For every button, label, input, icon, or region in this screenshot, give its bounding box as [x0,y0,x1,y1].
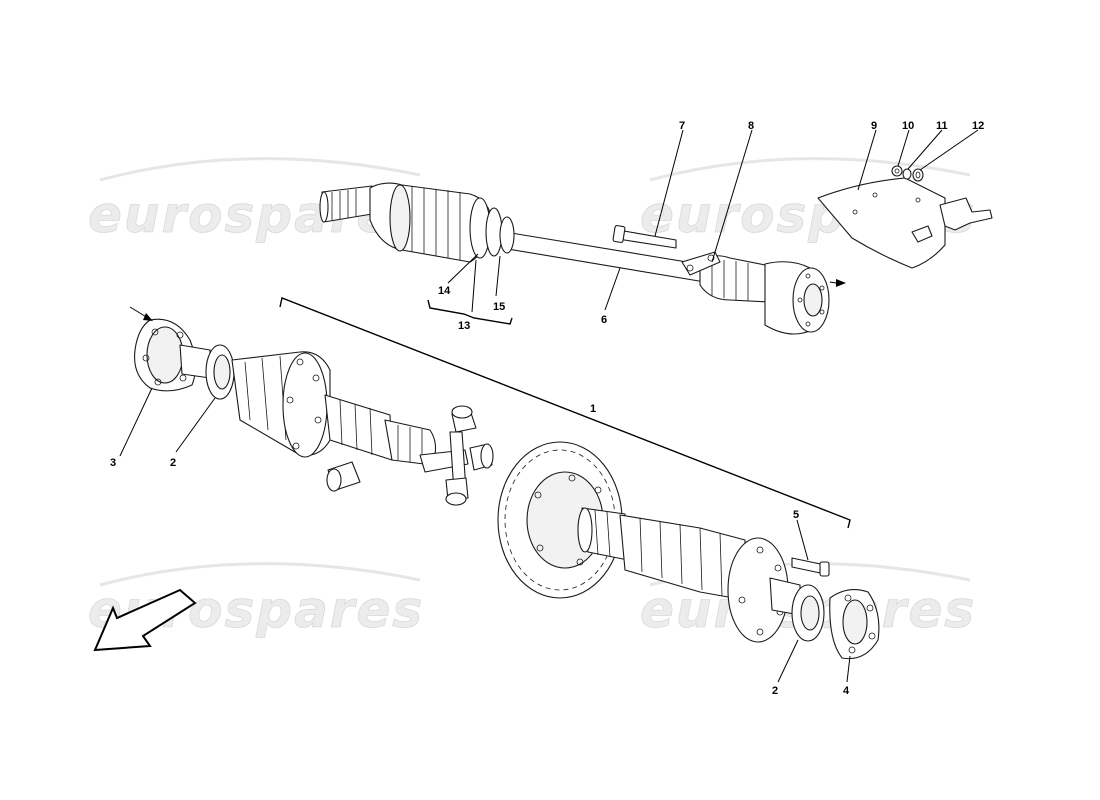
callout-14: 14 [438,285,451,297]
differential-housing-right [619,514,801,643]
callout-2-right: 2 [772,685,778,697]
callout-10: 10 [902,120,914,132]
bearing-part-2-right [791,584,825,642]
pinion-gear-left [326,461,361,492]
flange-arrow-icon [143,313,153,321]
callout-2-left: 2 [170,457,176,469]
callout-5: 5 [793,509,799,521]
nut-part-10 [891,165,903,177]
pinion-gear-bottom [445,477,469,506]
pinion-gear-top [451,405,477,433]
callout-3: 3 [110,457,116,469]
callout-8: 8 [748,120,754,132]
callout-11: 11 [936,120,948,132]
bracket-group-1 [279,297,851,529]
differential-housing-left [231,351,437,466]
callout-4: 4 [843,685,850,697]
axle-arrowhead-icon [836,279,846,287]
pinion-gear-right [469,443,494,471]
spider-gear-cross [419,431,469,493]
callout-12: 12 [972,120,984,132]
washer-part-12 [912,168,924,182]
drive-flange-part-4 [829,589,880,660]
axle-arrow-shaft [829,281,837,284]
callout-7: 7 [679,120,685,132]
heat-shield-part-9 [817,177,993,269]
callout-1: 1 [590,403,596,415]
callout-6: 6 [601,314,607,326]
bolt-part-7 [612,225,677,249]
direction-arrow-icon [93,588,197,652]
side-gear-right [577,507,629,561]
bearing-part-2-left [205,344,235,400]
callout-15: 15 [493,301,505,313]
bolt-part-5 [791,557,830,577]
bracket-group-13 [427,299,513,325]
axle-shaft-assembly [319,182,846,335]
bracket-part-8 [681,251,721,276]
drive-flange-part-3 [129,306,211,392]
callout-13: 13 [458,320,470,332]
callout-9: 9 [871,120,877,132]
leader-lines [119,129,979,683]
washer-part-11 [902,168,912,180]
